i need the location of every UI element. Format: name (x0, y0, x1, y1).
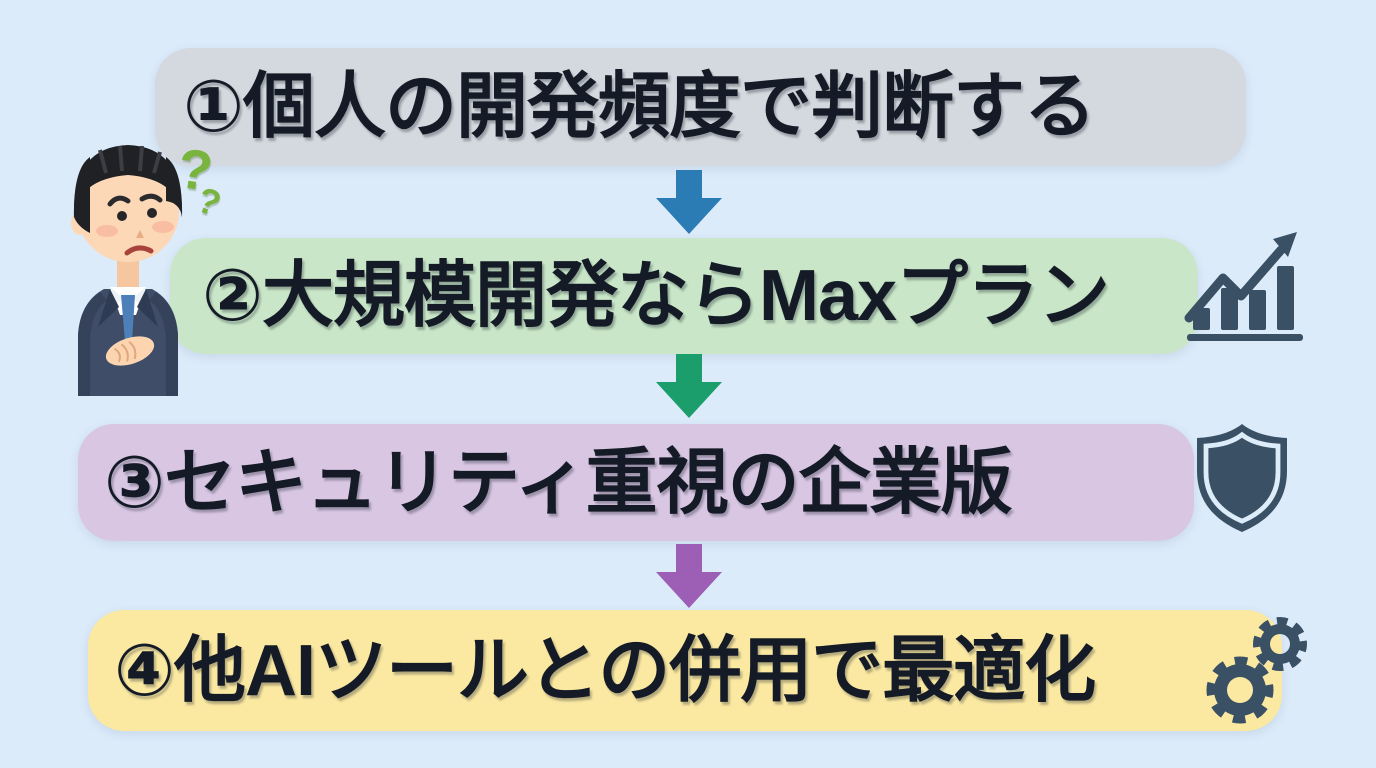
step-2-box: ②大規模開発ならMaxプラン (170, 238, 1198, 354)
bar-chart-growth-icon (1184, 232, 1303, 341)
gears-icon (1206, 617, 1307, 724)
step-4-label: ④他AIツールとの併用で最適化 (114, 630, 1096, 711)
step-2-label: ②大規模開発ならMaxプラン (202, 256, 1110, 336)
step-3-label: ③セキュリティ重視の企業版 (104, 442, 1013, 523)
down-arrow-2-icon (656, 354, 722, 418)
down-arrow-1-icon (656, 170, 722, 234)
step-4-box: ④他AIツールとの併用で最適化 (88, 610, 1282, 731)
step-3-box: ③セキュリティ重視の企業版 (78, 424, 1194, 541)
confused-businessman-illustration (71, 145, 183, 396)
shield-icon (1197, 424, 1287, 532)
step-1-box: ①個人の開発頻度で判断する (155, 48, 1246, 166)
down-arrow-3-icon (656, 544, 722, 608)
step-1-label: ①個人の開発頻度で判断する (183, 67, 1096, 147)
